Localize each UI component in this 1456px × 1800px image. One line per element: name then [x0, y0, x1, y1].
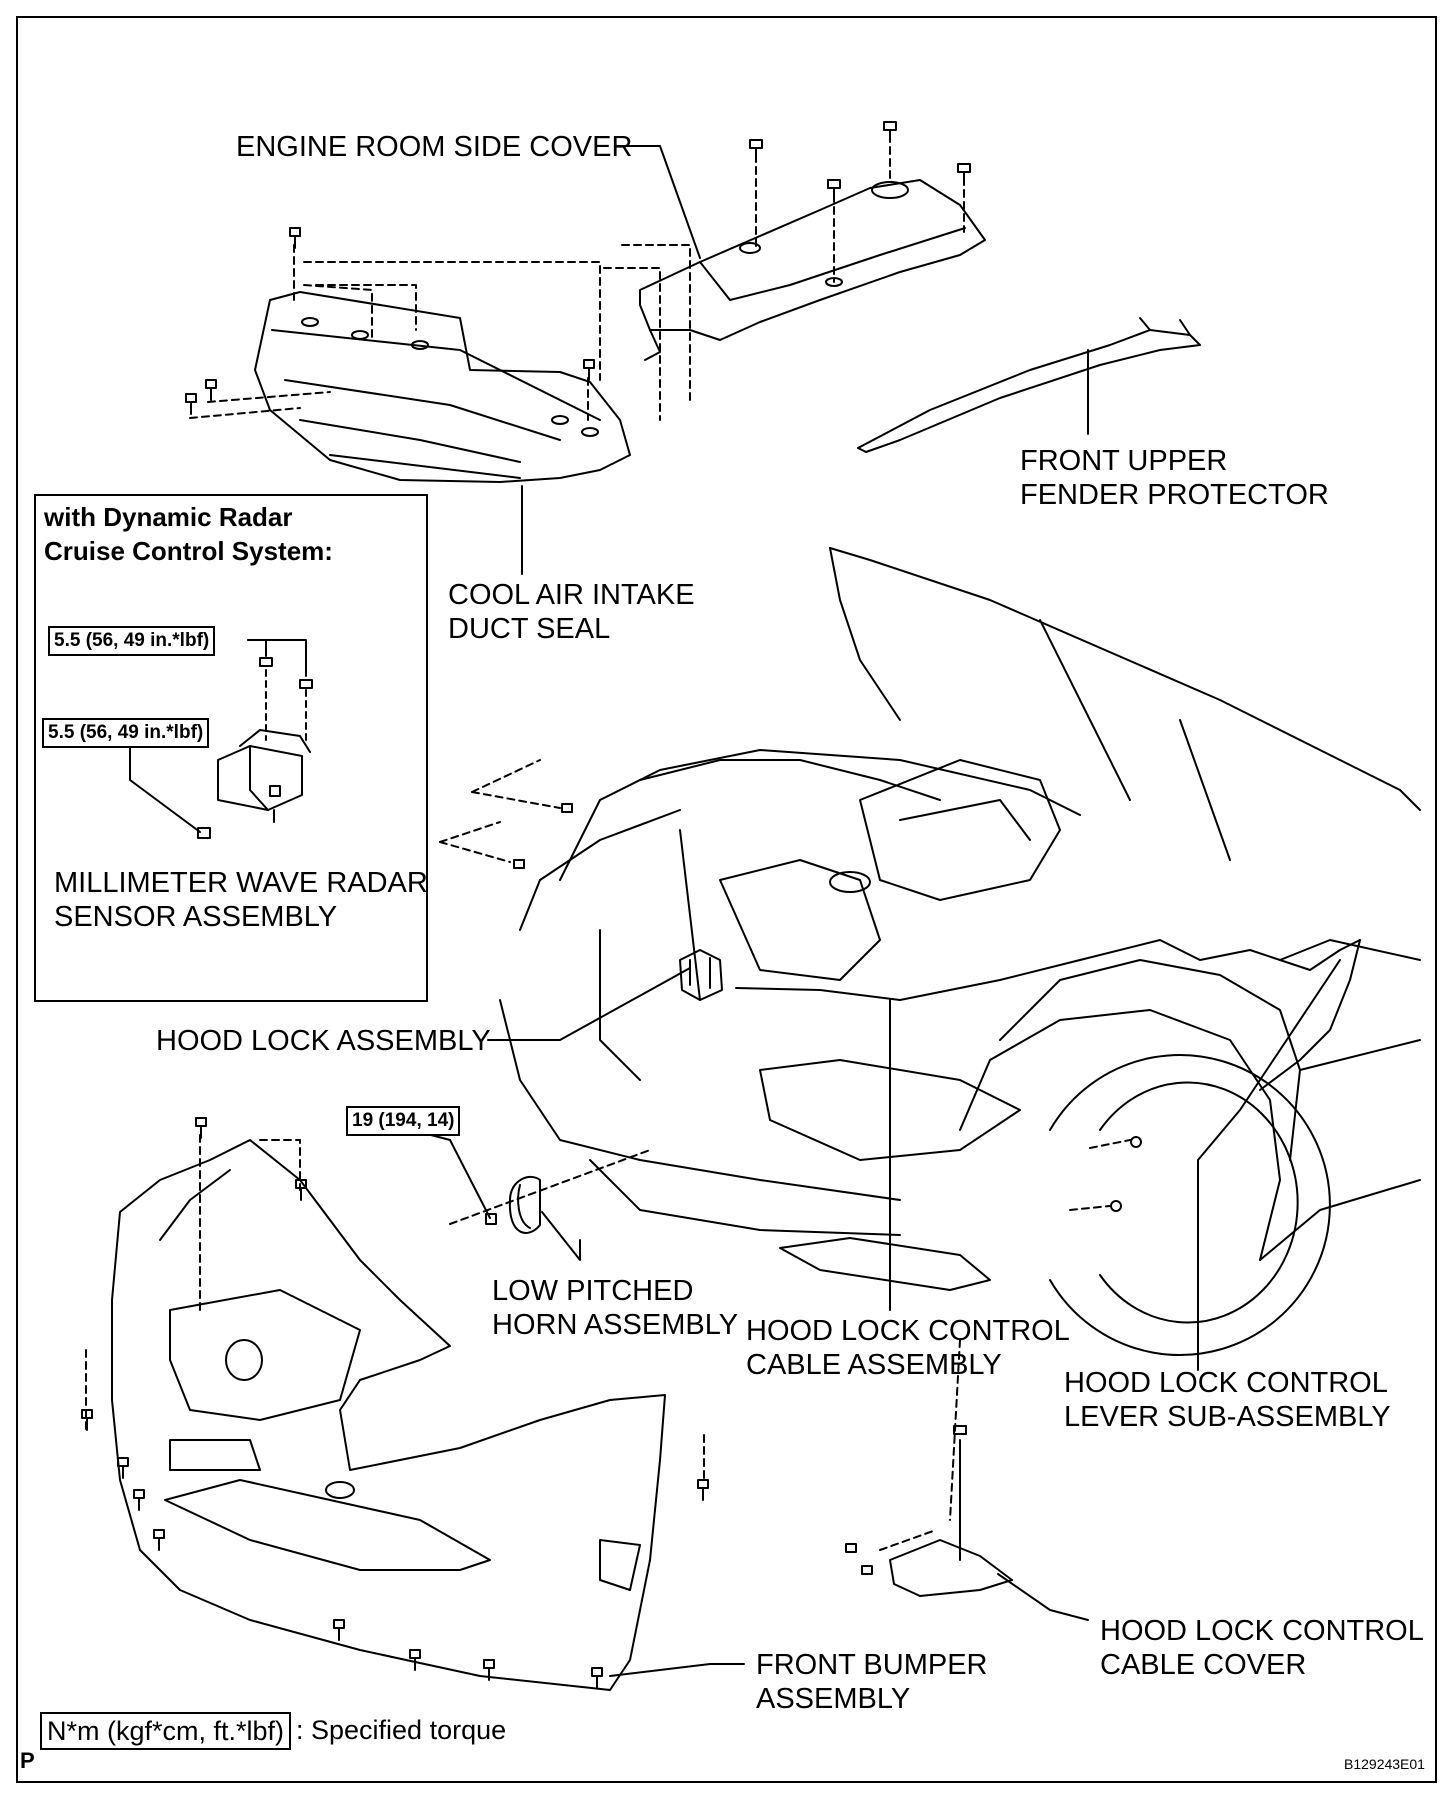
engine-bay-fastener-leaders	[439, 759, 1131, 1211]
torque-legend-box: N*m (kgf*cm, ft.*lbf)	[40, 1712, 292, 1750]
radar-fastener-leaders	[265, 669, 307, 741]
label-leaders	[129, 145, 1341, 1677]
front-upper-fender-protector-label-1: FRONT UPPER	[1020, 445, 1228, 477]
millimeter-wave-radar-label-1: MILLIMETER WAVE RADAR	[54, 867, 428, 899]
low-pitched-horn-drawing	[508, 1175, 541, 1234]
hood-lock-assembly-label: HOOD LOCK ASSEMBLY	[156, 1025, 491, 1057]
hood-lock-control-lever-label-1: HOOD LOCK CONTROL	[1064, 1367, 1388, 1399]
side-cover-clips	[749, 121, 971, 199]
hood-lock-control-lever-label-2: LEVER SUB-ASSEMBLY	[1064, 1401, 1391, 1433]
front-bumper-assembly-label-2: ASSEMBLY	[756, 1683, 911, 1715]
vehicle-body-drawing	[499, 547, 1421, 1356]
inset-title-line-2: Cruise Control System:	[44, 536, 333, 566]
hood-lock-control-cable-cover-label-2: CABLE COVER	[1100, 1649, 1307, 1681]
figure-id: B129243E01	[1344, 1756, 1425, 1772]
cool-air-intake-duct-seal-drawing	[254, 291, 631, 483]
hood-lock-control-cable-cover-label-1: HOOD LOCK CONTROL	[1100, 1615, 1424, 1647]
bumper-fasteners	[81, 1117, 709, 1689]
cool-air-intake-duct-seal-label-2: DUCT SEAL	[448, 613, 611, 645]
torque-spec-lower: 5.5 (56, 49 in.*lbf)	[42, 718, 210, 748]
corner-mark: P	[20, 1748, 35, 1773]
millimeter-wave-radar-label-2: SENSOR ASSEMBLY	[54, 901, 338, 933]
torque-spec-upper: 5.5 (56, 49 in.*lbf)	[48, 626, 216, 656]
front-upper-fender-protector-label-2: FENDER PROTECTOR	[1020, 479, 1329, 511]
radar-sensor-drawing	[217, 729, 311, 811]
hood-lock-control-cable-label-1: HOOD LOCK CONTROL	[746, 1315, 1070, 1347]
diagram-frame	[16, 16, 1437, 1783]
low-pitched-horn-label-2: HORN ASSEMBLY	[492, 1309, 739, 1341]
duct-seal-fastener-leaders	[189, 244, 691, 421]
radar-bolts	[197, 657, 313, 839]
engine-bay-fasteners	[513, 803, 1142, 1212]
engine-room-side-cover-label: ENGINE ROOM SIDE COVER	[236, 131, 633, 163]
front-bumper-assembly-drawing	[111, 1139, 666, 1691]
engine-room-side-cover-drawing	[639, 179, 986, 361]
torque-legend-text: : Specified torque	[296, 1715, 507, 1745]
cool-air-intake-duct-seal-label-1: COOL AIR INTAKE	[448, 579, 695, 611]
front-bumper-assembly-label-1: FRONT BUMPER	[756, 1649, 988, 1681]
inset-title-line-1: with Dynamic Radar	[44, 502, 293, 532]
side-cover-fastener-leaders	[755, 134, 965, 283]
hood-lock-control-cable-label-2: CABLE ASSEMBLY	[746, 1349, 1002, 1381]
low-pitched-horn-label-1: LOW PITCHED	[492, 1275, 694, 1307]
torque-spec-horn: 19 (194, 14)	[346, 1106, 461, 1136]
hood-lock-control-cable-cover-drawing	[845, 1425, 1013, 1597]
duct-seal-clips	[185, 227, 595, 415]
hood-lock-assembly-drawing	[679, 949, 723, 1001]
front-upper-fender-protector-drawing	[857, 317, 1201, 453]
radar-cruise-inset	[34, 494, 428, 1002]
